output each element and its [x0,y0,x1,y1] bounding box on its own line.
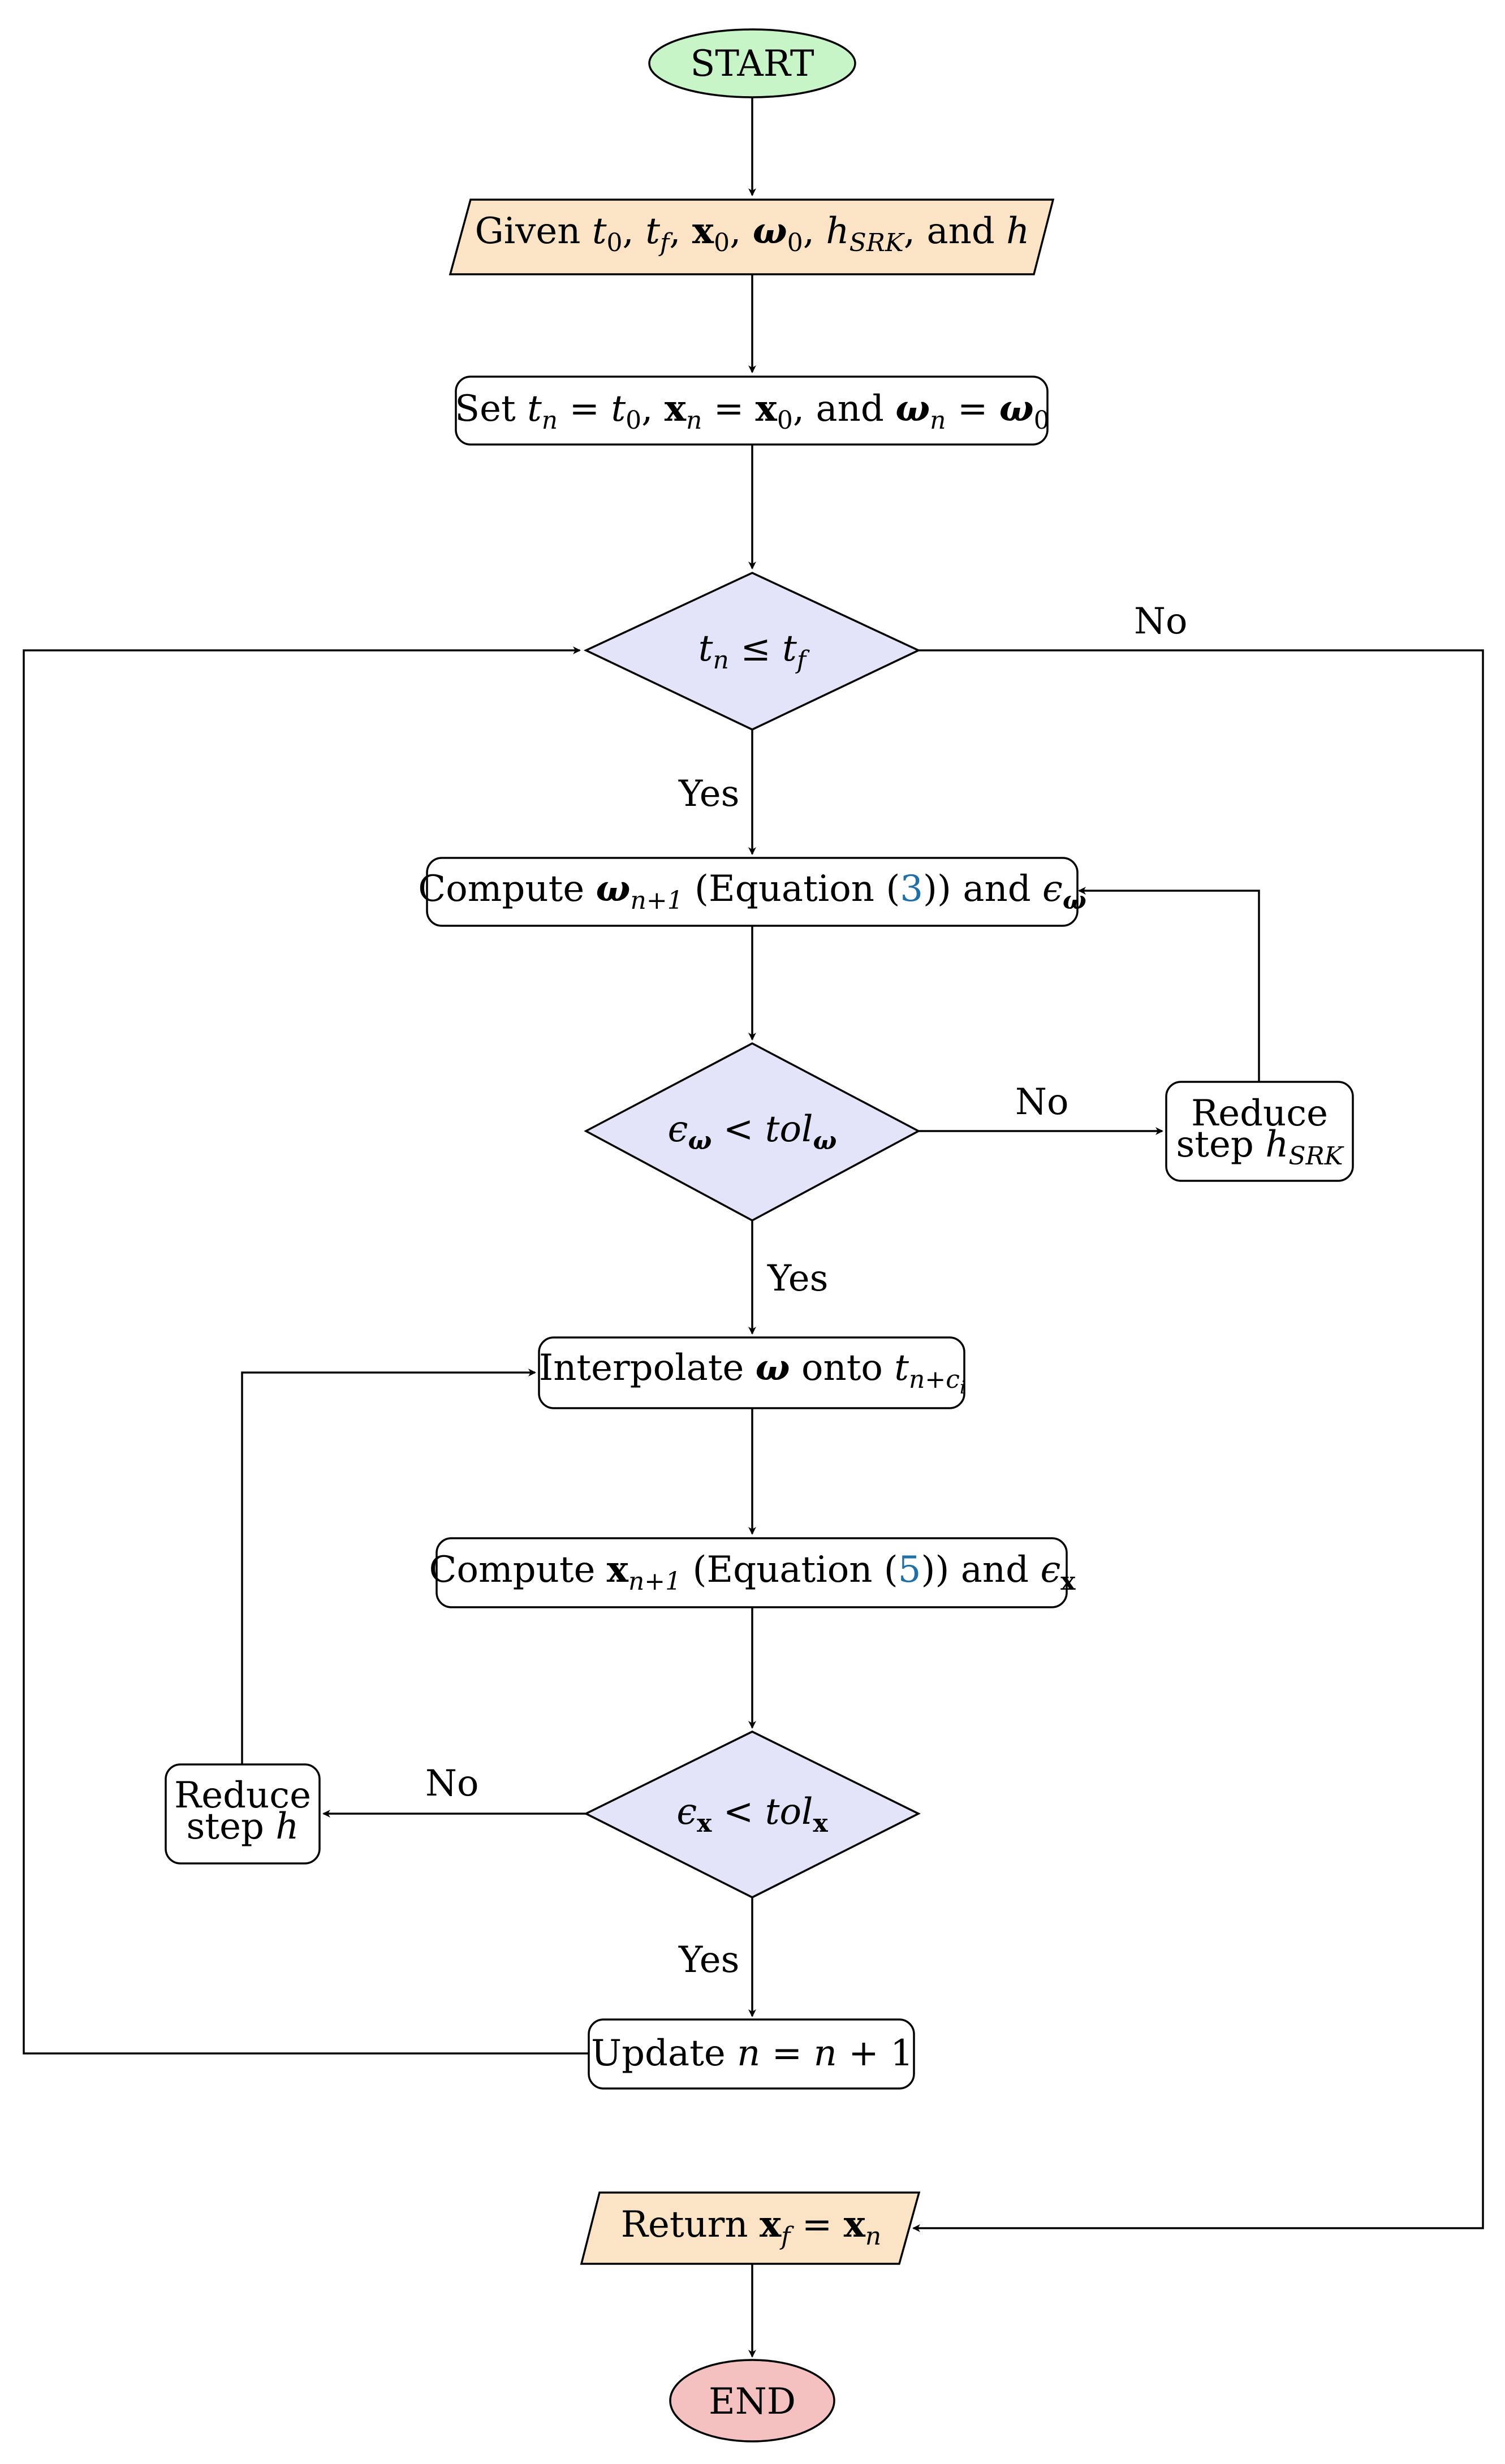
reduce-srk-line2: step hSRK [1176,1124,1344,1171]
equation-3-link[interactable]: 3 [900,868,923,910]
edge-label-time-no: No [1134,601,1188,642]
reduce-srk-shape [1165,1081,1354,1182]
return-shape [580,2191,921,2265]
edge-label-x-no: No [425,1763,479,1805]
start-node: START [648,28,856,98]
compute-x-shape [435,1537,1068,1608]
compute-w-label: Compute ωn+1 (Equation (3)) and ϵω [418,868,1086,915]
edge-label-x-yes: Yes [678,1939,739,1981]
edges [23,97,1484,2358]
update-label: Update n = n + 1 [591,2033,913,2074]
reduce-srk-node: Reduce step hSRK [1165,1081,1354,1182]
cond-x-node: ϵx < tolx [584,1731,921,1898]
edge-labels: No Yes No Yes No Yes [425,601,1188,1981]
cond-w-label: ϵω < tolω [668,1108,837,1155]
end-label: END [709,2381,796,2423]
reduce-h-line2: step h [187,1806,299,1848]
set-node: Set tn = t0, xn = x0, and ωn = ω0 [455,376,1050,446]
reduce-h-node: Reduce step h [165,1763,321,1865]
reduce-h-line1: Reduce [174,1775,311,1816]
interp-label: Interpolate ω onto tn+ci [539,1347,965,1398]
set-label: Set tn = t0, xn = x0, and ωn = ω0 [455,387,1049,435]
start-label: START [691,43,814,85]
end-shape [669,2359,835,2443]
cond-time-shape [583,572,921,731]
given-shape [449,198,1055,275]
update-node: Update n = n + 1 [588,2018,915,2090]
reduce-srk-line1: Reduce [1191,1093,1328,1134]
cond-time-node: tn ≤ tf [583,572,921,731]
edge-label-time-yes: Yes [678,773,739,815]
compute-w-node: Compute ωn+1 (Equation (3)) and ϵω [418,857,1086,927]
edge-condtime-return [912,649,1484,2232]
return-node: Return xf = xn [580,2191,921,2265]
edge-update-condtime-loop [23,646,589,2055]
given-label: Given t0, tf, x0, ω0, hSRK, and h [475,210,1030,257]
compute-x-label: Compute xn+1 (Equation (5)) and ϵx [429,1548,1076,1596]
interp-shape [538,1336,965,1409]
edge-label-w-no: No [1015,1081,1069,1123]
start-shape [648,28,856,98]
reduce-h-shape [165,1763,321,1865]
set-shape [455,376,1049,446]
compute-w-shape [426,857,1079,927]
compute-x-node: Compute xn+1 (Equation (5)) and ϵx [429,1537,1076,1608]
edge-reducesrk-computew [1078,887,1260,1081]
edge-label-w-yes: Yes [767,1258,828,1300]
edge-reduceh-interp [241,1369,536,1764]
cond-w-shape [584,1042,921,1222]
equation-5-link[interactable]: 5 [898,1549,921,1591]
interp-node: Interpolate ω onto tn+ci [538,1336,965,1409]
return-label: Return xf = xn [621,2203,881,2251]
given-node: Given t0, tf, x0, ω0, hSRK, and h [449,198,1055,275]
cond-time-label: tn ≤ tf [698,628,810,675]
update-shape [588,2018,915,2090]
cond-x-label: ϵx < tolx [676,1791,828,1838]
cond-x-shape [584,1731,921,1898]
cond-w-node: ϵω < tolω [584,1042,921,1222]
end-node: END [669,2359,835,2443]
